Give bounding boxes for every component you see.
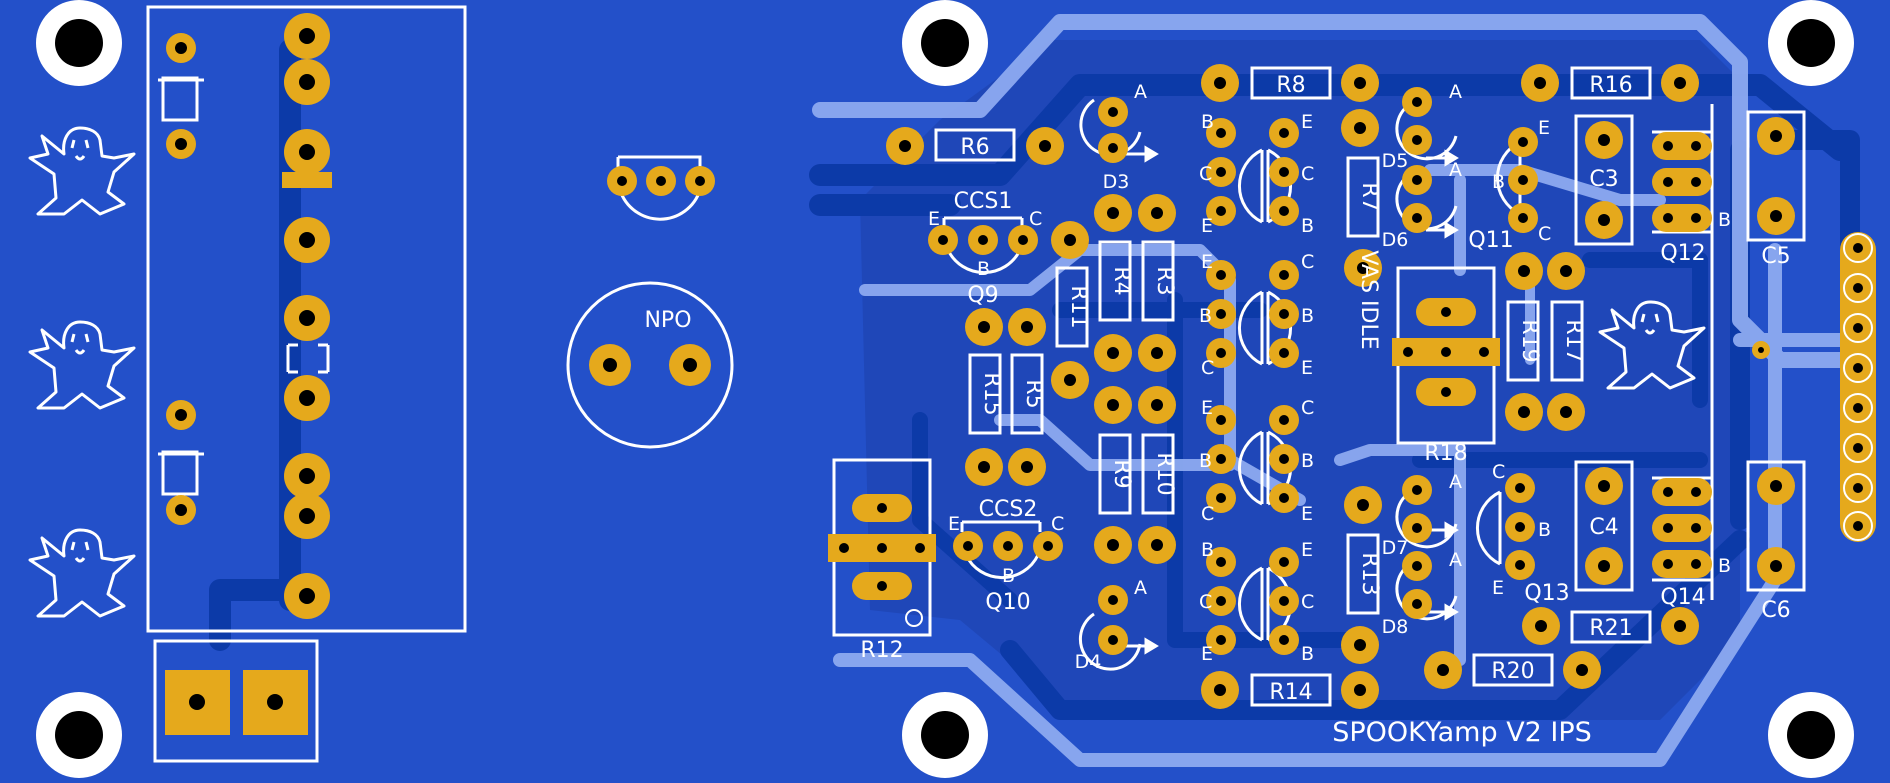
pin-label: E bbox=[1201, 251, 1213, 273]
pin-label: C bbox=[1538, 223, 1551, 245]
pin-label: E bbox=[1301, 503, 1313, 525]
label-d7: D7 bbox=[1382, 537, 1409, 559]
label-r16: R16 bbox=[1589, 73, 1632, 98]
label-r20: R20 bbox=[1491, 659, 1534, 684]
pin-label: B bbox=[1301, 643, 1314, 665]
pin-label: E bbox=[948, 513, 960, 535]
pin-label: A bbox=[1449, 159, 1462, 181]
vas-idle-label: VAS IDLE bbox=[1356, 250, 1381, 349]
pin-label: C bbox=[1301, 397, 1314, 419]
label-r12: R12 bbox=[860, 638, 903, 663]
label-r21: R21 bbox=[1589, 616, 1632, 641]
pin-label: E bbox=[1492, 577, 1504, 599]
pin-label: C bbox=[1051, 513, 1064, 535]
connector-outline bbox=[905, 233, 1873, 627]
pin-label: E bbox=[1301, 357, 1313, 379]
label-r4: R4 bbox=[1109, 266, 1134, 295]
pin-label: B bbox=[1201, 111, 1214, 133]
pad-drills bbox=[175, 28, 1863, 710]
pin-label: B bbox=[1301, 305, 1314, 327]
pin-label: B bbox=[1538, 519, 1551, 541]
mounting-holes bbox=[36, 0, 1854, 778]
pin-label: B bbox=[1718, 555, 1731, 577]
label-c4: C4 bbox=[1589, 515, 1618, 540]
pin-label: B bbox=[1199, 450, 1212, 472]
label-q12: Q12 bbox=[1660, 241, 1705, 266]
pin-label: B bbox=[1201, 539, 1214, 561]
pin-label: C bbox=[1492, 461, 1505, 483]
pin-label: E bbox=[1201, 397, 1213, 419]
pin-label: B bbox=[1301, 450, 1314, 472]
pin-label: E bbox=[1301, 111, 1313, 133]
pin-label: A bbox=[1134, 81, 1147, 103]
ghost-icon bbox=[28, 320, 136, 410]
label-d4: D4 bbox=[1075, 651, 1102, 673]
ghost-icon bbox=[1598, 300, 1706, 390]
pin-label: C bbox=[1301, 163, 1314, 185]
pin-label: C bbox=[1301, 251, 1314, 273]
pin-label: E bbox=[1538, 117, 1550, 139]
label-q9: Q9 bbox=[967, 283, 998, 308]
pin-label: E bbox=[928, 208, 940, 230]
label-q11: Q11 bbox=[1468, 228, 1513, 253]
label-r14: R14 bbox=[1269, 680, 1312, 705]
label-d8: D8 bbox=[1382, 616, 1409, 638]
pin-label: A bbox=[1449, 471, 1462, 493]
board-title: SPOOKYamp V2 IPS bbox=[1332, 717, 1592, 748]
pin-label: A bbox=[1134, 577, 1147, 599]
pin-label: E bbox=[1201, 643, 1213, 665]
label-ccs2: CCS2 bbox=[979, 497, 1038, 522]
pin-label: C bbox=[1301, 591, 1314, 613]
label-r10: R10 bbox=[1152, 452, 1177, 495]
silkscreen-labels: R6 R8 R16 R7 R4 R3 R11 R15 R5 R9 R10 R12… bbox=[644, 73, 1790, 748]
label-r15: R15 bbox=[979, 372, 1004, 415]
top-traces bbox=[812, 14, 1867, 767]
label-r19: R19 bbox=[1517, 319, 1542, 362]
pin-label: A bbox=[1449, 549, 1462, 571]
label-ccs1: CCS1 bbox=[954, 189, 1013, 214]
label-c5: C5 bbox=[1761, 244, 1790, 269]
ghost-icon bbox=[28, 126, 136, 216]
pin-label: C bbox=[1199, 591, 1212, 613]
label-c3: C3 bbox=[1589, 167, 1618, 192]
label-q14: Q14 bbox=[1660, 585, 1705, 610]
label-r11: R11 bbox=[1066, 285, 1091, 328]
pin-label: C bbox=[1029, 208, 1042, 230]
label-d3: D3 bbox=[1103, 171, 1130, 193]
pin-label: B bbox=[1199, 305, 1212, 327]
npo-label: NPO bbox=[644, 308, 691, 333]
label-r17: R17 bbox=[1561, 319, 1586, 362]
label-r13: R13 bbox=[1357, 552, 1382, 595]
label-q13: Q13 bbox=[1524, 581, 1569, 606]
pin-label: C bbox=[1201, 357, 1214, 379]
label-r6: R6 bbox=[960, 135, 989, 160]
pin-label: B bbox=[1718, 209, 1731, 231]
pin-label: B bbox=[1301, 215, 1314, 237]
label-r7: R7 bbox=[1357, 182, 1382, 211]
label-r9: R9 bbox=[1109, 459, 1134, 488]
label-r18: R18 bbox=[1424, 441, 1467, 466]
pin-label: A bbox=[1449, 81, 1462, 103]
ghost-icon bbox=[28, 528, 136, 618]
pin-label: E bbox=[1301, 539, 1313, 561]
pin-label: C bbox=[1199, 163, 1212, 185]
label-c6: C6 bbox=[1761, 598, 1790, 623]
pin-label: B bbox=[1002, 565, 1015, 587]
pin-label: E bbox=[1201, 215, 1213, 237]
pin-label: C bbox=[1201, 503, 1214, 525]
label-d5: D5 bbox=[1382, 150, 1409, 172]
pin-label: B bbox=[1492, 171, 1505, 193]
label-q10: Q10 bbox=[985, 590, 1030, 615]
pin-label: B bbox=[977, 258, 990, 280]
label-r3: R3 bbox=[1152, 266, 1177, 295]
label-d6: D6 bbox=[1382, 229, 1409, 251]
label-r8: R8 bbox=[1276, 73, 1305, 98]
label-r5: R5 bbox=[1021, 379, 1046, 408]
